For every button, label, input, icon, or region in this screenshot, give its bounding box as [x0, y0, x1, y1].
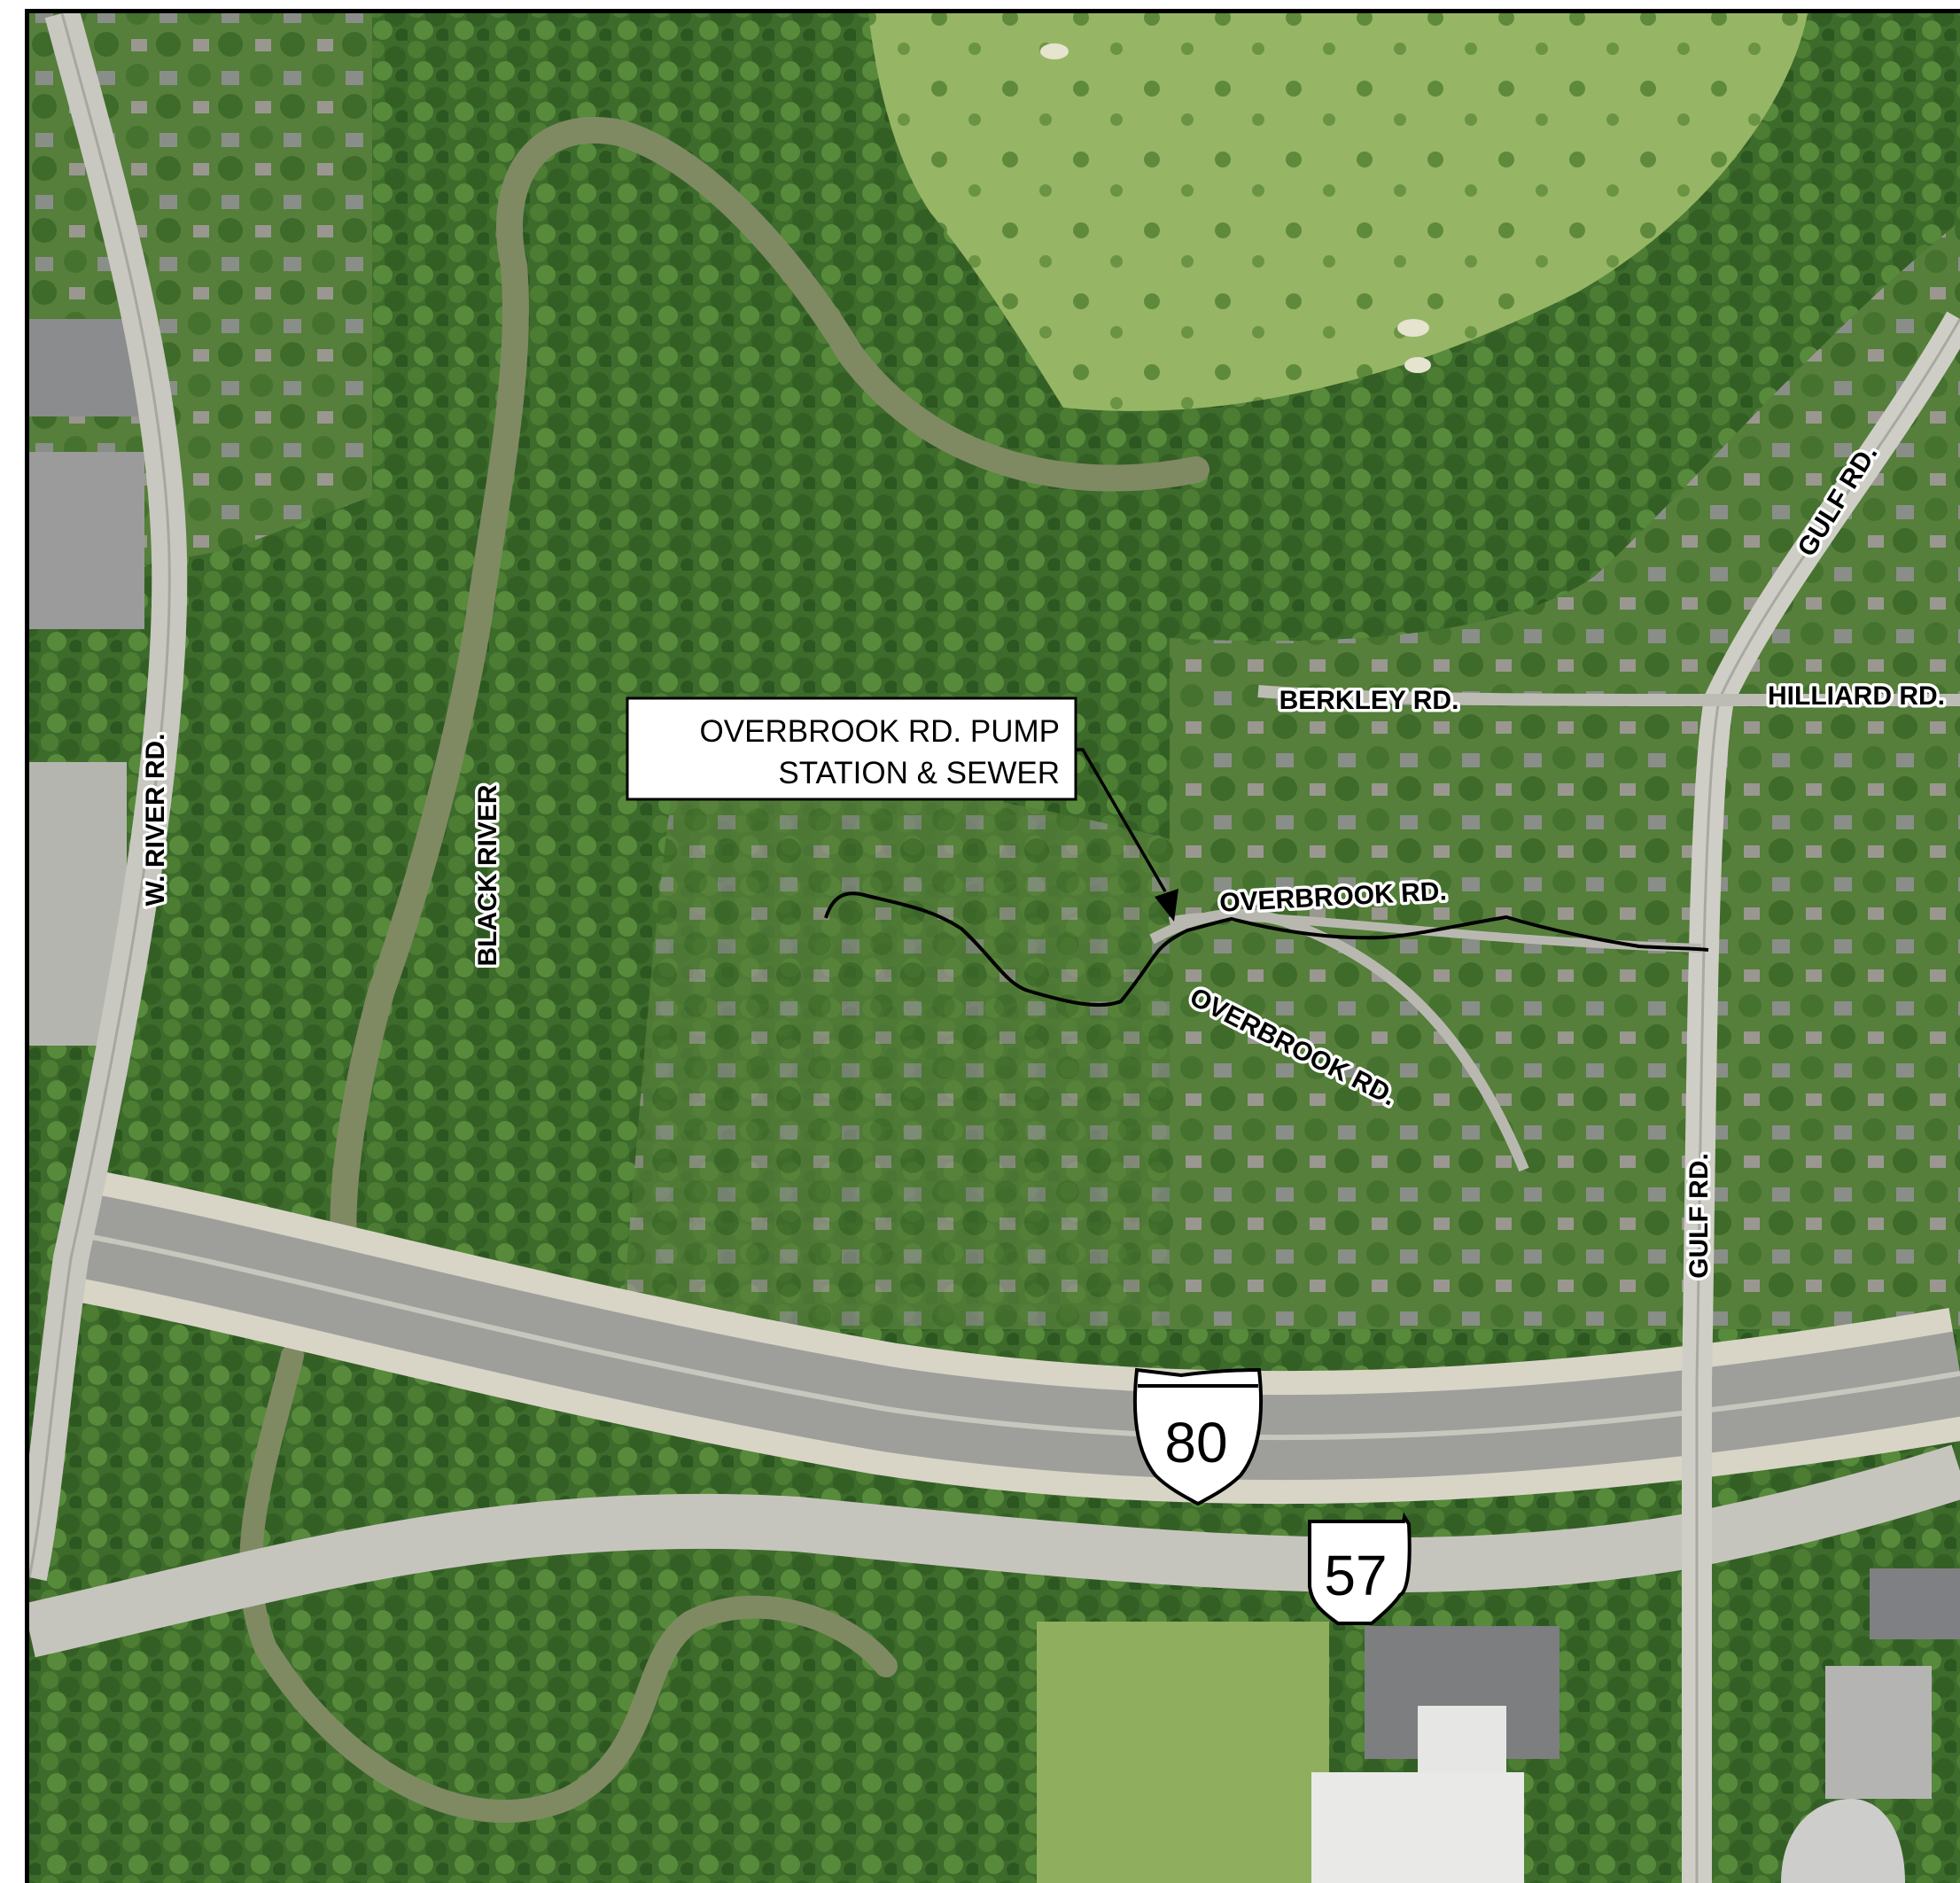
- gulf-rd-center: [1695, 318, 1960, 1883]
- sewer-line[interactable]: [824, 891, 1709, 1008]
- state-route-57-number: 57: [1324, 1544, 1387, 1607]
- w-river-rd-center: [29, 13, 171, 1578]
- building: [1311, 1772, 1524, 1883]
- aerial-map-frame: [25, 9, 1960, 1883]
- parking-lot: [1870, 1568, 1960, 1639]
- building: [1825, 1666, 1932, 1799]
- berkley-rd-label: BERKLEY RD.: [1279, 686, 1459, 715]
- black-river: [330, 116, 1209, 1280]
- building: [1781, 1799, 1905, 1883]
- state-route-57: [29, 1444, 1960, 1658]
- state-route-57-shield-icon: 57: [1308, 1512, 1412, 1625]
- sand-trap: [1404, 357, 1431, 373]
- interstate-80-median: [61, 1229, 1960, 1441]
- callout-box[interactable]: OVERBROOK RD. PUMP STATION & SEWER: [626, 696, 1077, 801]
- berkley-hilliard-rd: [1257, 685, 1960, 706]
- w-river-rd-label: W. RIVER RD.: [141, 733, 170, 906]
- hilliard-rd-label: HILLIARD RD.: [1768, 681, 1945, 711]
- parking-lot: [29, 452, 144, 629]
- interstate-80-shield-icon: 80: [1132, 1367, 1264, 1506]
- sand-trap: [1040, 43, 1069, 59]
- golf-course: [868, 13, 1808, 411]
- field-area: [1037, 1622, 1329, 1883]
- sand-trap: [1397, 319, 1429, 337]
- overbrook-rd-pavement-north: [1168, 912, 1702, 953]
- interstate-80-number: 80: [1164, 1411, 1227, 1474]
- black-river-label: BLACK RIVER: [473, 784, 502, 966]
- gulf-rd-label-south: GULF RD.: [1684, 1153, 1714, 1279]
- residential-area-central: [620, 775, 1559, 1329]
- callout-arrowhead: [1155, 889, 1178, 922]
- callout-line-2: STATION & SEWER: [778, 756, 1060, 790]
- callout-line-1: OVERBROOK RD. PUMP: [700, 714, 1060, 749]
